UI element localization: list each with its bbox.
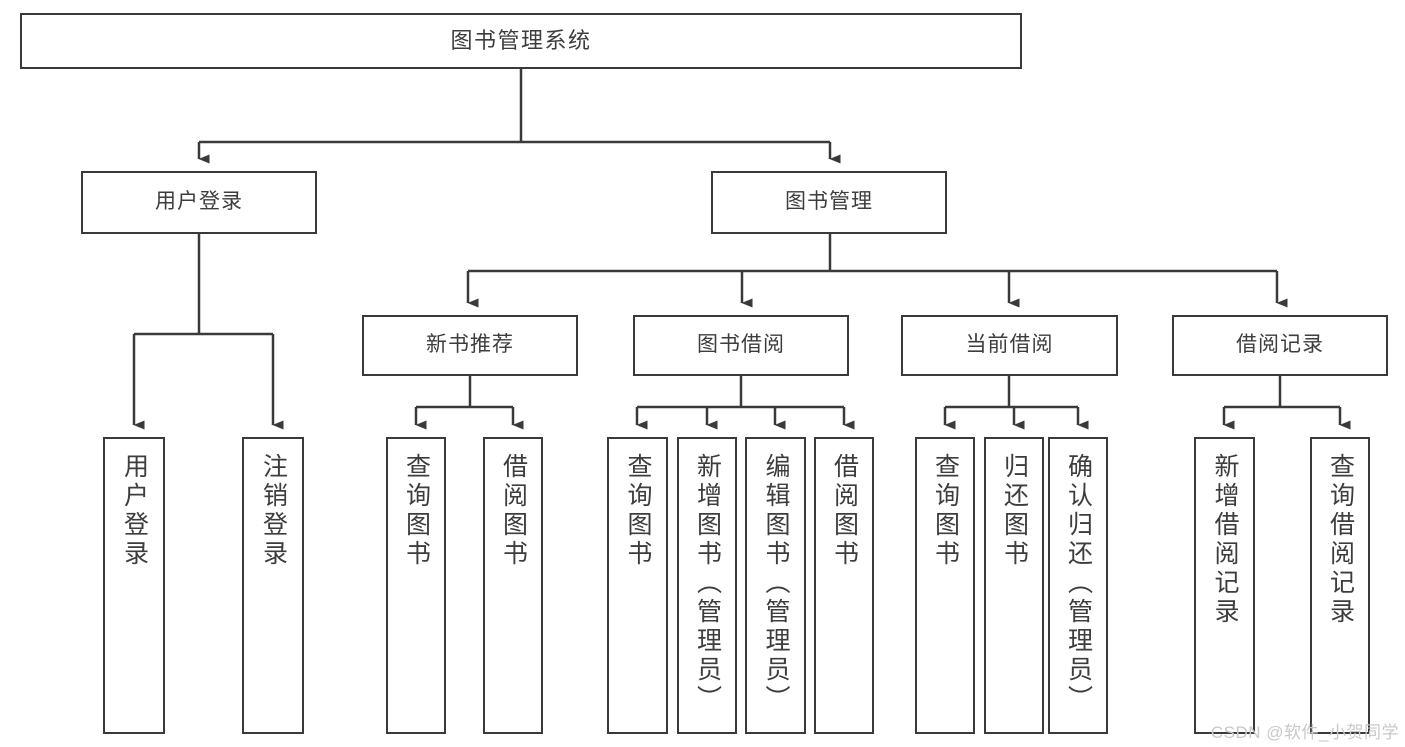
node-leaf-query-book-3-label: 查询图书 — [931, 453, 960, 569]
node-leaf-query-book-1-label: 查询图书 — [402, 453, 431, 569]
node-leaf-edit-book-label: 编辑图书（管理员） — [762, 453, 790, 714]
node-leaf-user-login[interactable]: 用户登录 — [103, 437, 165, 734]
node-book-manage-label: 图书管理 — [785, 190, 873, 214]
node-leaf-confirm-return[interactable]: 确认归还（管理员） — [1048, 437, 1108, 734]
node-leaf-borrow-book-2[interactable]: 借阅图书 — [814, 437, 874, 734]
node-leaf-add-borrow-record-label: 新增借阅记录 — [1211, 453, 1239, 627]
node-leaf-add-book-label: 新增图书（管理员） — [693, 453, 722, 714]
node-leaf-confirm-return-label: 确认归还（管理员） — [1064, 453, 1093, 714]
node-leaf-query-book-1[interactable]: 查询图书 — [386, 437, 446, 734]
node-borrow-record[interactable]: 借阅记录 — [1172, 315, 1388, 376]
node-leaf-query-book-3[interactable]: 查询图书 — [915, 437, 975, 734]
node-current-borrow[interactable]: 当前借阅 — [901, 315, 1118, 376]
node-leaf-add-book[interactable]: 新增图书（管理员） — [677, 437, 737, 734]
node-new-book-recommend[interactable]: 新书推荐 — [362, 315, 578, 376]
node-current-borrow-label: 当前借阅 — [965, 333, 1054, 357]
node-leaf-borrow-book-1[interactable]: 借阅图书 — [483, 437, 543, 734]
csdn-watermark: CSDN @软件_小贺同学 — [1210, 723, 1399, 742]
node-leaf-query-book-2[interactable]: 查询图书 — [607, 437, 668, 734]
node-leaf-logout-login[interactable]: 注销登录 — [242, 437, 304, 734]
node-leaf-query-borrow-record-label: 查询借阅记录 — [1326, 453, 1355, 627]
node-leaf-borrow-book-2-label: 借阅图书 — [830, 453, 859, 569]
node-leaf-logout-login-label: 注销登录 — [259, 453, 288, 569]
node-book-borrow[interactable]: 图书借阅 — [633, 315, 849, 376]
node-root-system-label: 图书管理系统 — [450, 28, 592, 54]
node-book-manage[interactable]: 图书管理 — [711, 171, 947, 234]
node-new-book-recommend-label: 新书推荐 — [426, 333, 514, 357]
node-leaf-add-borrow-record[interactable]: 新增借阅记录 — [1194, 437, 1255, 734]
node-leaf-return-book[interactable]: 归还图书 — [984, 437, 1044, 734]
node-leaf-edit-book[interactable]: 编辑图书（管理员） — [745, 437, 806, 734]
node-leaf-query-borrow-record[interactable]: 查询借阅记录 — [1310, 437, 1370, 734]
node-root-system[interactable]: 图书管理系统 — [20, 13, 1022, 69]
node-user-login-label: 用户登录 — [155, 190, 243, 214]
node-borrow-record-label: 借阅记录 — [1236, 333, 1324, 357]
node-leaf-user-login-label: 用户登录 — [120, 453, 149, 569]
node-leaf-borrow-book-1-label: 借阅图书 — [499, 453, 528, 569]
node-leaf-query-book-2-label: 查询图书 — [624, 453, 652, 569]
node-leaf-return-book-label: 归还图书 — [1000, 453, 1029, 569]
node-user-login[interactable]: 用户登录 — [81, 171, 317, 234]
node-book-borrow-label: 图书借阅 — [697, 333, 785, 357]
